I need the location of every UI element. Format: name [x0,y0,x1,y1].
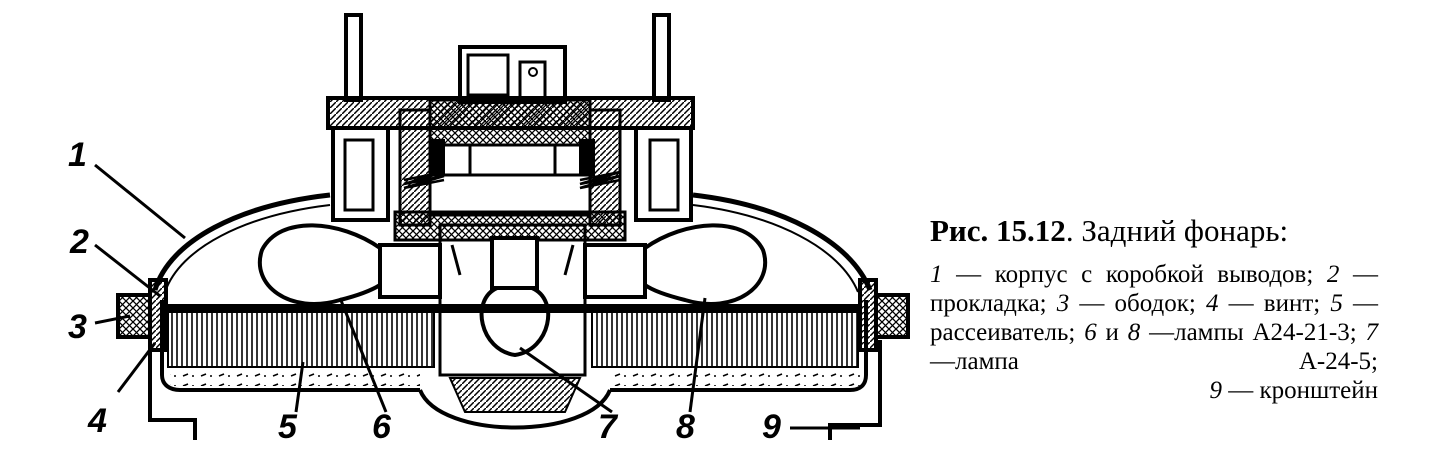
legend-text-6: и [1096,319,1128,346]
terminal-box [326,96,695,242]
lamp-7 [438,223,587,377]
leader-lines [94,163,860,430]
legend-num-7: 7 [1365,319,1379,346]
connector [458,45,567,104]
legend-num-5: 5 [1330,290,1343,317]
legend-text-2: — прокладка; [930,261,1379,317]
housing-dome [152,192,873,293]
figure-title: . Задний фонарь: [1065,213,1289,248]
legend-text-4: — винт; [1218,290,1331,317]
rim-left [116,278,197,440]
legend-num-2: 2 [1326,261,1340,288]
legend-text-5: — рассеиватель; [930,290,1378,346]
tail-lamp-diagram: 1 2 3 4 5 6 7 8 9 [68,13,910,446]
lamp-6 [258,223,442,306]
label-1: 1 [68,136,87,174]
label-4: 4 [87,402,107,440]
figure-caption: Рис. 15.12. Задний фонарь: 1 — корпус с … [930,212,1400,405]
label-3: 3 [68,308,87,346]
legend-num-9: 9 [1209,377,1222,404]
figure-number: Рис. 15.12 [930,213,1066,248]
legend-text-3: — ободок; [1069,290,1206,317]
label-6: 6 [372,408,392,446]
legend-text-7: —лампа А-24-5; [930,348,1378,375]
label-2: 2 [69,223,89,261]
label-7: 7 [598,408,619,446]
terminal-studs [344,13,671,102]
legend-num-8: 8 [1127,319,1141,346]
label-8: 8 [676,408,695,446]
legend-num-3: 3 [1056,290,1070,317]
caption-legend: 1 — корпус с коробкой выводов; 2 — прокл… [930,260,1378,405]
lamp-8 [583,223,767,306]
label-9: 9 [762,408,781,446]
legend-last-line: 9 — кронштейн [930,376,1378,405]
diffuser [160,300,868,430]
legend-text-9: — кронштейн [1221,377,1378,404]
caption-title: Рис. 15.12. Задний фонарь: [930,212,1400,250]
legend-num-6: 6 [1084,319,1097,346]
legend-num-1: 1 [930,261,943,288]
label-5: 5 [278,408,298,446]
legend-num-4: 4 [1206,290,1219,317]
legend-text-1: — корпус с коробкой выводов; [942,261,1314,288]
legend-text-8: —лампы А24-21-3; [1140,319,1366,346]
